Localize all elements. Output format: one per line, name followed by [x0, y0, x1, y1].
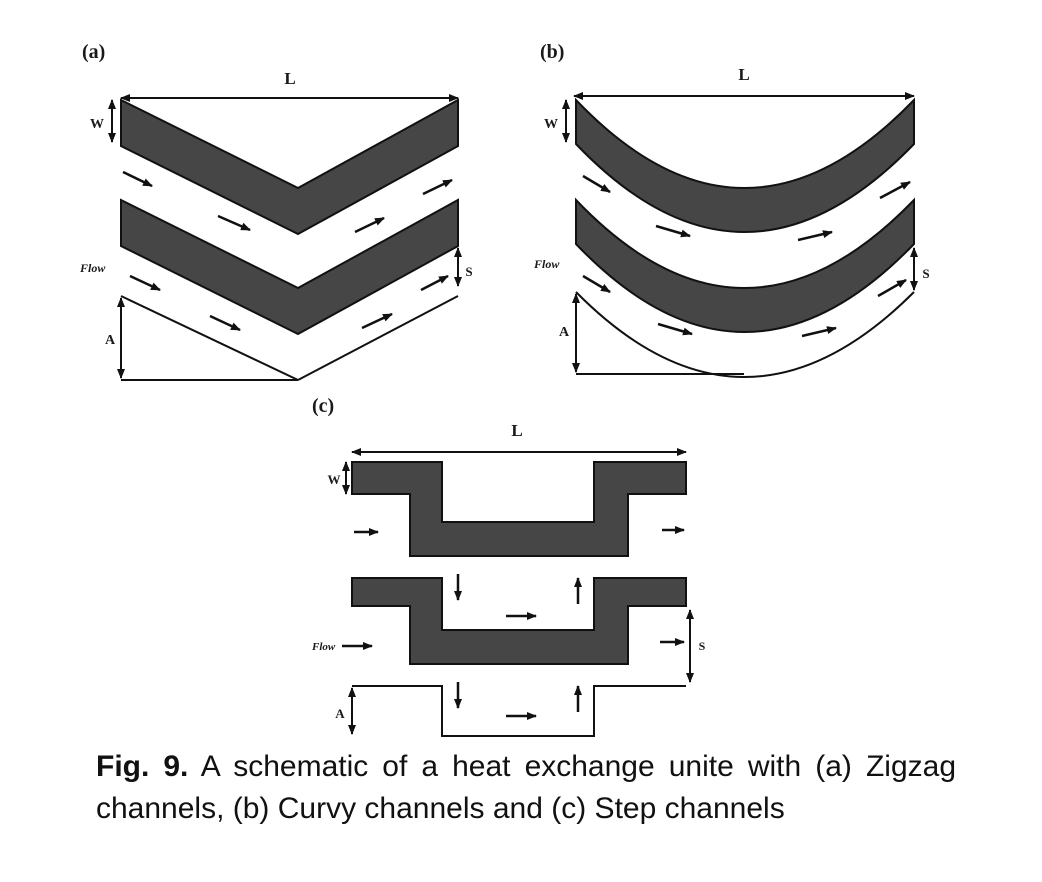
figure-caption-label: Fig. 9. [96, 750, 189, 783]
panel-b-spacing-label: S [922, 266, 929, 281]
panel-a-flow-arrow-icon [422, 178, 453, 196]
panel-b-flow-arrow-icon [879, 180, 911, 200]
figure-caption: Fig. 9. A schematic of a heat exchange u… [96, 746, 956, 830]
panel-a-flow-arrow-icon [129, 274, 161, 292]
panel-b-amplitude-label: A [559, 325, 570, 340]
panel-a-zigzag: (a) L W A S Flow [79, 41, 473, 381]
figure-caption-text: A schematic of a heat exchange unite wit… [96, 750, 956, 825]
panel-b-channel-2 [575, 197, 915, 333]
panel-b-flow-arrow-icon [797, 230, 833, 242]
panel-c-bottom-wall [352, 685, 686, 737]
panel-c-spacing-label: S [699, 639, 706, 653]
panel-b-flow-arrow-icon [582, 174, 611, 194]
panel-a-flow-arrow-icon [209, 314, 241, 332]
panel-b-flow-arrow-icon [877, 278, 907, 298]
panel-a-flow-arrow-icon [122, 170, 153, 188]
panel-a-flow-arrow-icon [361, 312, 393, 330]
panel-a-flow-arrow-icon [420, 274, 449, 292]
panel-a-channel-1 [120, 98, 459, 236]
panel-a-amplitude-label: A [105, 333, 116, 348]
panel-b-channel-1 [575, 97, 915, 233]
panel-a-width-label: W [90, 117, 104, 132]
panel-b-flow-arrow-icon [801, 326, 837, 338]
panel-b-label: (b) [540, 41, 564, 63]
panel-b-curvy: (b) L W A S Flow [533, 41, 930, 378]
panel-a-bottom-wall [120, 295, 299, 381]
panel-b-flow-arrow-icon [657, 322, 693, 336]
panel-a-flow-arrow-icon [217, 214, 251, 232]
panel-c-length-label: L [511, 421, 522, 440]
panel-c-label: (c) [312, 395, 334, 417]
panel-a-flow-label: Flow [79, 261, 106, 275]
panel-c-channel-1 [351, 461, 687, 557]
panel-b-bottom-wall [575, 291, 915, 378]
panel-b-width-label: W [544, 117, 558, 132]
panel-a-length-label: L [284, 69, 295, 88]
panel-b-length-label: L [738, 65, 749, 84]
panel-c-step: (c) L W A S Flow [311, 395, 706, 737]
panel-c-amplitude-label: A [335, 706, 345, 721]
panel-a-spacing-label: S [465, 264, 472, 279]
panel-c-flow-label: Flow [311, 641, 336, 653]
panel-c-channel-2 [351, 577, 687, 665]
panel-b-flow-label: Flow [533, 257, 560, 271]
panel-a-label: (a) [82, 41, 105, 63]
panel-b-flow-arrow-icon [582, 274, 611, 294]
panel-a-flow-arrow-icon [354, 216, 385, 234]
panel-b-flow-arrow-icon [655, 224, 691, 238]
panel-c-width-label: W [328, 472, 341, 487]
panel-a-bottom-wall-right [297, 295, 459, 381]
panel-a-channel-2 [120, 198, 459, 336]
